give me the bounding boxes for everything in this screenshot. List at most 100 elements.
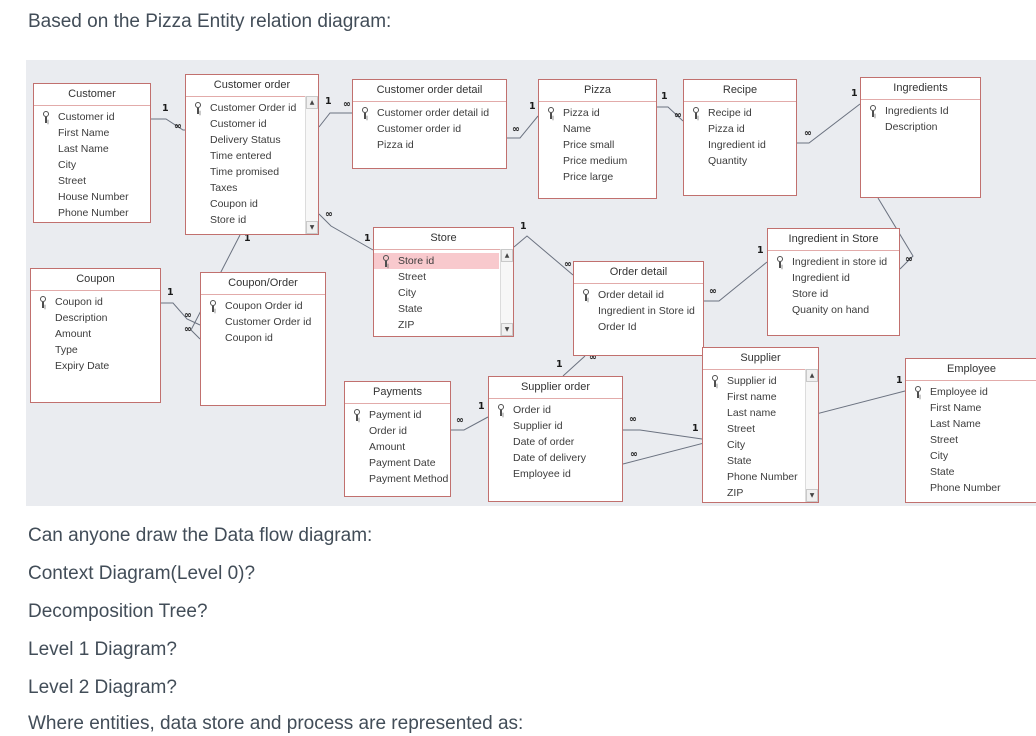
field-row-description: Description	[861, 119, 980, 135]
field-row-amount: Amount	[345, 439, 450, 455]
field-row-quantity: Quantity	[684, 153, 796, 169]
field-row-recipe-id: Recipe id	[684, 105, 796, 121]
field-row-store-id: Store id	[768, 286, 899, 302]
field-row-pizza-id: Pizza id	[353, 137, 506, 153]
field-row-ingredients-id: Ingredients Id	[861, 103, 980, 119]
field-label: Payment Method	[369, 473, 449, 485]
entity-title: Coupon/Order	[201, 273, 325, 295]
question-line: Level 2 Diagram?	[28, 677, 177, 698]
field-label: First Name	[58, 127, 110, 139]
field-label: Ingredient in store id	[792, 256, 888, 268]
field-label: Pizza id	[563, 107, 600, 119]
field-label: Street	[930, 434, 959, 446]
field-row-type: Type	[31, 342, 160, 358]
field-row-delivery-status: Delivery Status	[186, 132, 304, 148]
field-row-time-entered: Time entered	[186, 148, 304, 164]
field-label: Delivery Status	[210, 134, 281, 146]
field-row-employee-id: Employee id	[489, 466, 622, 482]
field-label: Ingredient id	[792, 272, 850, 284]
field-label: Order Id	[598, 321, 637, 333]
vertical-scrollbar: ▲▼	[500, 249, 513, 336]
field-label: Order detail id	[598, 289, 664, 301]
field-label: City	[398, 287, 417, 299]
field-label: Time promised	[210, 166, 280, 178]
field-label: Recipe id	[708, 107, 752, 119]
field-label: Expiry Date	[55, 360, 110, 372]
field-label: Payment Date	[369, 457, 436, 469]
field-label: Date of delivery	[513, 452, 586, 464]
field-label: Phone Number	[930, 482, 1001, 494]
primary-key-icon	[547, 107, 556, 119]
field-label: Store id	[210, 214, 247, 226]
field-label: City	[727, 439, 746, 451]
field-row-order-id: Order id	[489, 402, 622, 418]
field-row-city: City	[374, 285, 499, 301]
field-row-phone-number: Phone Number	[34, 205, 150, 221]
field-row-first-name: First Name	[906, 400, 1036, 416]
field-row-last-name: Last Name	[906, 416, 1036, 432]
field-label: Store id	[398, 255, 435, 267]
primary-key-icon	[776, 256, 785, 268]
field-label: Order id	[369, 425, 407, 437]
field-row-supplier-id: Supplier id	[489, 418, 622, 434]
field-label: Customer id	[210, 118, 267, 130]
field-label: Order id	[513, 404, 551, 416]
field-label: Price small	[563, 139, 615, 151]
entity-title: Supplier	[703, 348, 818, 370]
field-label: Supplier id	[727, 375, 777, 387]
field-label: Coupon Order id	[225, 300, 303, 312]
field-row-state: State	[906, 464, 1036, 480]
field-label: Last Name	[58, 143, 109, 155]
field-label: Coupon id	[225, 332, 273, 344]
entity-title: Ingredient in Store	[768, 229, 899, 251]
field-label: Customer id	[58, 111, 115, 123]
scroll-down-icon: ▼	[306, 221, 318, 234]
field-row-zip: ZIP	[374, 317, 499, 333]
primary-key-icon	[42, 111, 51, 123]
field-row-pizza-id: Pizza id	[539, 105, 656, 121]
primary-key-icon	[194, 102, 203, 114]
question-line: Can anyone draw the Data flow diagram:	[28, 525, 373, 546]
question-line: Level 1 Diagram?	[28, 639, 177, 660]
field-row-city: City	[906, 448, 1036, 464]
scroll-up-icon: ▲	[306, 96, 318, 109]
field-row-payment-method: Payment Method	[345, 471, 450, 487]
field-label: Time entered	[210, 150, 272, 162]
primary-key-icon	[869, 105, 878, 117]
entity-title: Order detail	[574, 262, 703, 284]
field-row-street: Street	[374, 269, 499, 285]
field-row-price-large: Price large	[539, 169, 656, 185]
field-label: Street	[727, 423, 756, 435]
field-label: Date of order	[513, 436, 575, 448]
field-label: Customer Order id	[210, 102, 297, 114]
field-label: Pizza id	[377, 139, 414, 151]
field-label: Phone Number	[58, 207, 129, 219]
field-row-ingredient-in-store-id: Ingredient in store id	[768, 254, 899, 270]
field-row-taxes: Taxes	[186, 180, 304, 196]
field-label: Price medium	[563, 155, 628, 167]
field-row-date-of-order: Date of order	[489, 434, 622, 450]
field-row-price-small: Price small	[539, 137, 656, 153]
field-row-phone-number: Phone Number	[906, 480, 1036, 496]
scroll-up-icon: ▲	[806, 369, 818, 382]
field-label: State	[398, 303, 423, 315]
entity-title: Recipe	[684, 80, 796, 102]
vertical-scrollbar: ▲▼	[805, 369, 818, 502]
question-line: Decomposition Tree?	[28, 601, 208, 622]
field-list: Order detail id Ingredient in Store id Ord…	[574, 284, 703, 335]
field-row-employee-id: Employee id	[906, 384, 1036, 400]
field-label: ZIP	[398, 319, 415, 331]
field-label: Ingredient in Store id	[598, 305, 695, 317]
field-label: City	[930, 450, 949, 462]
